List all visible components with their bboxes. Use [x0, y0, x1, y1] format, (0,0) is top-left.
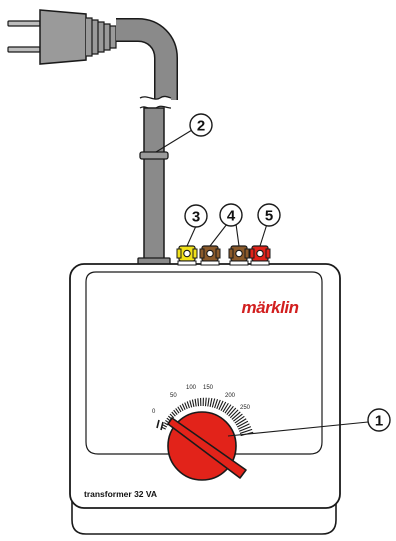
- callout-3-leader: [186, 225, 197, 247]
- plug-grip-ribs: [86, 17, 117, 57]
- terminal-hole: [183, 249, 191, 258]
- dial-tick: [222, 402, 229, 413]
- terminal-ear: [265, 248, 271, 259]
- dial-tick: [194, 398, 197, 407]
- dial-tick: [224, 404, 232, 414]
- dial-tick: [161, 426, 166, 430]
- callout-4-leader-left: [209, 223, 228, 247]
- callout-4: 4: [209, 203, 243, 247]
- dial-tick: [235, 418, 247, 426]
- dial-tick: [233, 413, 243, 422]
- terminal-ear: [192, 248, 198, 259]
- callout-2-number: 2: [197, 118, 205, 135]
- housing-top-panel: [85, 271, 323, 455]
- dial-tick: [239, 428, 253, 434]
- callout-2: 2: [155, 113, 213, 153]
- scale-label-50: 50: [170, 393, 177, 399]
- speed-control-knob[interactable]: [167, 411, 247, 481]
- callout-1-number: 1: [375, 413, 383, 430]
- speed-dial-labels: 0 50 100 150 200 250: [152, 385, 251, 415]
- dial-tick: [189, 400, 193, 408]
- dial-tick: [204, 397, 207, 407]
- dial-tick: [171, 411, 176, 417]
- scale-label-250: 250: [240, 405, 251, 411]
- dial-tick: [211, 398, 216, 408]
- dial-tick: [214, 398, 219, 409]
- terminal-ear: [228, 248, 234, 259]
- dial-tick: [175, 408, 180, 414]
- dial-tick: [226, 405, 234, 415]
- callout-5: 5: [257, 203, 281, 247]
- dial-tick: [234, 415, 245, 424]
- dial-tick: [162, 424, 168, 428]
- terminal-ear: [199, 248, 205, 259]
- terminal-socket-red[interactable]: [249, 245, 271, 266]
- callout-4-number: 4: [227, 208, 236, 225]
- callout-3: 3: [184, 204, 208, 247]
- terminal-ear: [249, 248, 255, 259]
- dial-tick: [218, 400, 224, 410]
- dial-tick: [238, 426, 252, 432]
- callout-1: 1: [227, 408, 391, 437]
- terminal-ear: [215, 248, 221, 259]
- model-label: transformer 32 VA: [84, 489, 157, 499]
- terminal-sockets: [176, 245, 271, 266]
- callout-5-leader: [259, 223, 268, 247]
- terminal-socket-brown[interactable]: [228, 245, 250, 266]
- dial-tick: [238, 423, 250, 430]
- dial-tick: [191, 399, 195, 407]
- plug-body: [39, 9, 87, 65]
- power-cord-upper: [116, 18, 178, 100]
- scale-label-100: 100: [186, 385, 197, 391]
- terminal-foot: [229, 260, 249, 266]
- dial-tick: [229, 409, 239, 419]
- callout-4-leader-right: [235, 223, 240, 247]
- knob-pointer[interactable]: [167, 417, 247, 479]
- terminal-socket-yellow[interactable]: [176, 245, 198, 266]
- terminal-foot: [250, 260, 270, 266]
- plug-pin-bottom: [7, 46, 41, 53]
- scale-label-200: 200: [225, 393, 236, 399]
- plug-pin-top: [7, 20, 41, 27]
- callout-1-leader: [227, 421, 369, 437]
- dial-tick: [220, 401, 227, 412]
- dial-tick: [216, 399, 221, 410]
- scale-label-0: 0: [152, 409, 156, 415]
- terminal-ear: [176, 248, 182, 259]
- dial-tick: [231, 411, 241, 420]
- speed-dial-scale: [156, 397, 254, 437]
- dial-tick: [236, 420, 249, 428]
- dial-tick: [184, 402, 188, 410]
- dial-zero-marker: [156, 419, 164, 431]
- callout-3-number: 3: [192, 209, 200, 226]
- dial-tick: [169, 413, 175, 419]
- terminal-foot: [177, 260, 197, 266]
- dial-tick: [228, 407, 237, 417]
- dial-tick: [197, 398, 200, 407]
- marklin-logo: märklin: [242, 298, 299, 317]
- cord-strain-ring: [139, 151, 169, 160]
- dial-tick: [181, 403, 186, 410]
- power-cord: [137, 107, 171, 266]
- scale-label-150: 150: [203, 385, 214, 391]
- terminal-ear: [244, 248, 250, 259]
- dial-tick: [207, 397, 210, 407]
- dial-tick: [186, 401, 190, 409]
- dial-tick: [173, 409, 178, 415]
- dial-tick: [209, 397, 213, 407]
- dial-tick: [179, 404, 184, 412]
- callout-2-leader: [155, 129, 193, 153]
- dial-tick: [163, 422, 169, 426]
- transformer-housing: [69, 263, 341, 535]
- dial-tick: [177, 406, 182, 413]
- terminal-foot: [200, 260, 220, 266]
- terminal-hole: [235, 249, 243, 258]
- callout-5-number: 5: [265, 208, 273, 225]
- power-plug: [7, 9, 117, 65]
- terminal-socket-brown[interactable]: [199, 245, 221, 266]
- terminal-hole: [206, 249, 214, 258]
- terminal-hole: [256, 249, 264, 258]
